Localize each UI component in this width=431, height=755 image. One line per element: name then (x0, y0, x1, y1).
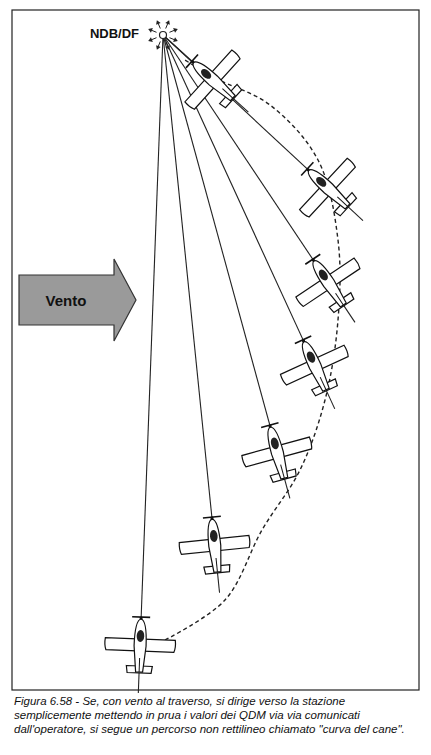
bearing-line (163, 35, 290, 498)
figure-frame (12, 10, 419, 690)
airplane (236, 415, 319, 488)
airplane (283, 239, 373, 325)
bearing-line (163, 35, 335, 409)
bearing-line (163, 35, 363, 221)
figure-caption: Figura 6.58 - Se, con vento al traverso,… (14, 695, 418, 736)
bearing-line (163, 35, 248, 112)
airplane (271, 325, 359, 406)
bearing-lines (138, 35, 363, 693)
airplane (104, 615, 177, 674)
dog-curve-path (165, 60, 340, 640)
bearing-line (138, 35, 163, 693)
ndb-station-symbol (148, 20, 178, 50)
wind-arrow: Vento (18, 258, 136, 342)
station-label: NDB/DF (90, 26, 139, 41)
airplane (177, 513, 253, 576)
bearing-line (163, 35, 220, 593)
airplane (283, 143, 373, 233)
bearing-line (163, 35, 355, 322)
wind-label: Vento (46, 292, 87, 309)
airplane (168, 35, 257, 125)
